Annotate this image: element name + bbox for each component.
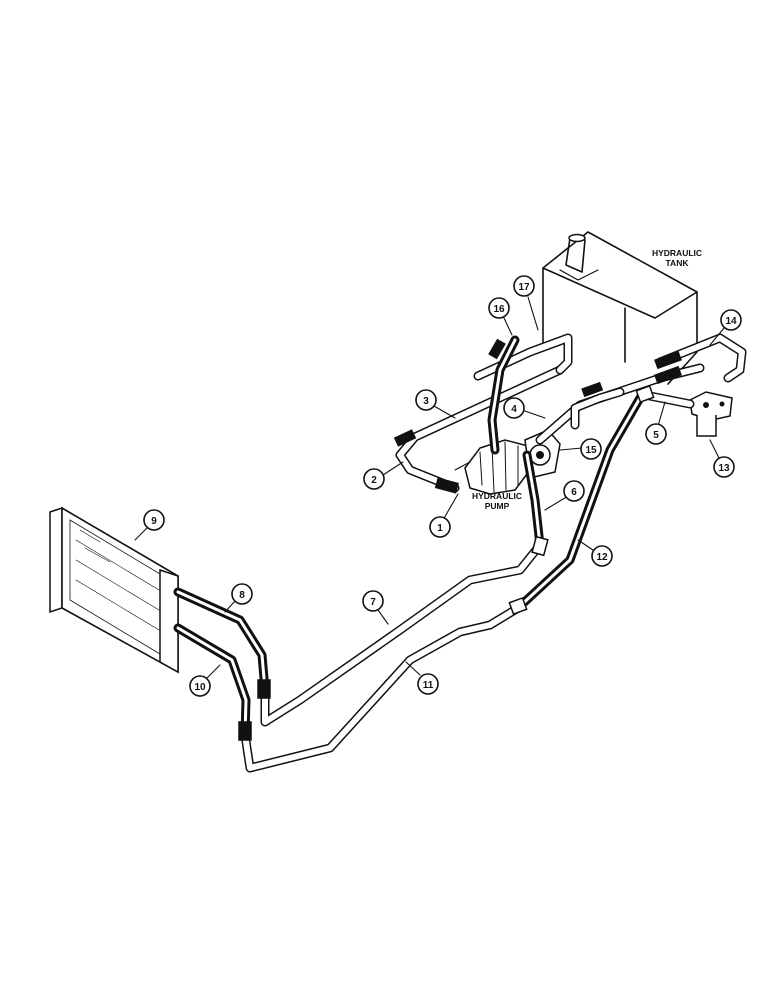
callout-7: 7	[362, 590, 384, 612]
hydraulic-tank-label: HYDRAULIC TANK	[652, 248, 702, 268]
callout-3: 3	[415, 389, 437, 411]
tank-label-line1: HYDRAULIC	[652, 248, 702, 258]
callout-number: 13	[718, 463, 730, 474]
callout-14: 14	[720, 309, 742, 331]
callout-number: 7	[370, 597, 376, 608]
callout-number: 1	[437, 523, 443, 534]
callout-number: 2	[371, 475, 377, 486]
callout-number: 17	[518, 282, 530, 293]
callout-16: 16	[488, 297, 510, 319]
callout-1: 1	[429, 516, 451, 538]
fittings	[238, 338, 682, 741]
leader-lines	[134, 296, 725, 679]
callout-2: 2	[363, 468, 385, 490]
callout-4: 4	[503, 397, 525, 419]
filter-assembly	[689, 391, 733, 437]
callout-number: 11	[423, 680, 434, 691]
callout-6: 6	[563, 480, 585, 502]
callout-12: 12	[591, 545, 613, 567]
callout-number: 10	[194, 682, 206, 693]
hoses	[173, 335, 645, 740]
callout-number: 8	[239, 590, 245, 601]
callout-number: 6	[571, 487, 577, 498]
callout-number: 5	[653, 430, 659, 441]
callout-13: 13	[713, 456, 735, 478]
callout-8: 8	[231, 583, 253, 605]
callout-number: 15	[585, 445, 597, 456]
callout-number: 3	[423, 396, 429, 407]
hydraulic-pump-label: HYDRAULIC PUMP	[472, 491, 522, 511]
callout-number: 12	[596, 552, 608, 563]
callout-number: 4	[511, 404, 517, 415]
hydraulic-tank	[542, 231, 698, 385]
callout-9: 9	[143, 509, 165, 531]
pump-label-line1: HYDRAULIC	[472, 491, 522, 501]
callout-15: 15	[580, 438, 602, 460]
tank-label-line2: TANK	[666, 258, 690, 268]
callout-17: 17	[513, 275, 535, 297]
callout-number: 9	[151, 516, 157, 527]
callout-11: 11	[417, 673, 439, 695]
callout-number: 14	[725, 316, 737, 327]
oil-cooler	[49, 506, 179, 674]
pump-label-line2: PUMP	[485, 501, 510, 511]
callout-10: 10	[189, 675, 211, 697]
callout-5: 5	[645, 423, 667, 445]
callout-number: 16	[493, 304, 505, 315]
